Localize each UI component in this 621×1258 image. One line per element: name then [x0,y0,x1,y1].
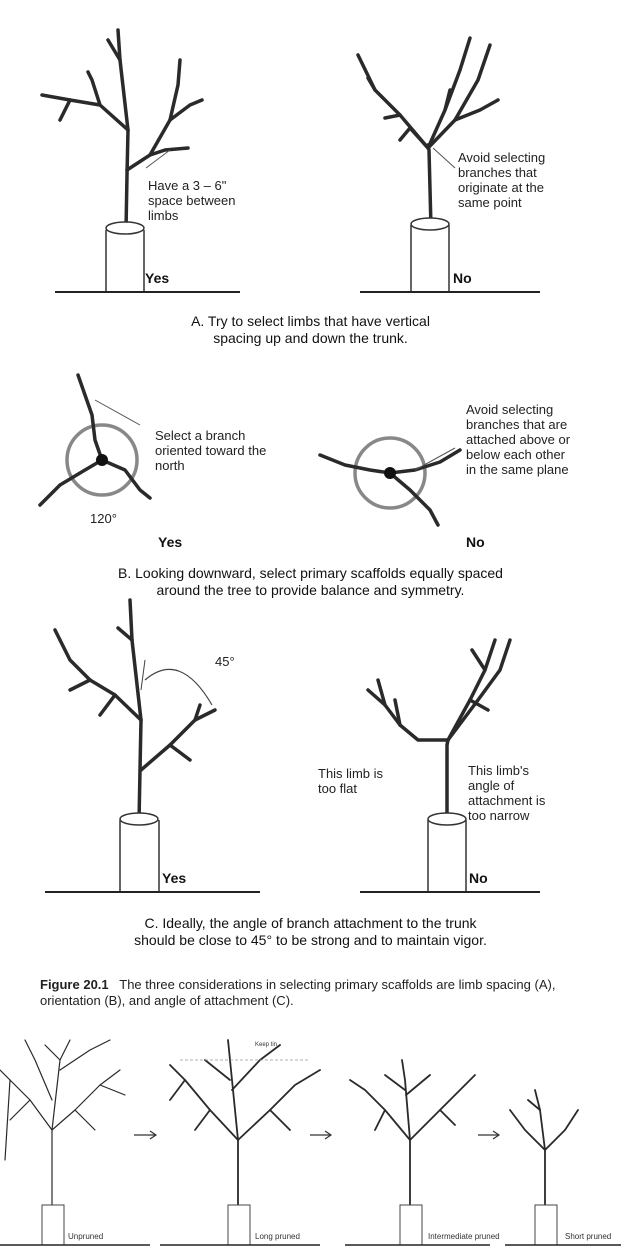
caption-a-line1: A. Try to select limbs that have vertica… [0,313,621,329]
answer-a-yes: Yes [145,270,169,286]
label-same-plane: Avoid selecting branches that are attach… [466,402,576,477]
tree-long-pruned [170,1040,320,1215]
tree-intermediate-pruned [350,1060,475,1215]
answer-c-yes: Yes [162,870,186,886]
trunk-guard-intermediate [400,1205,422,1245]
angle-arc-c [141,660,212,705]
tree-short-pruned [510,1090,578,1215]
answer-c-no: No [469,870,488,886]
answer-b-no: No [466,534,485,550]
trunk-guard-c-no [428,813,466,892]
label-120-degrees: 120° [90,511,117,526]
trunk-guard-a-yes [106,222,144,292]
label-45-degrees: 45° [215,654,235,669]
answer-b-yes: Yes [158,534,182,550]
tree-unpruned [0,1040,125,1220]
label-same-point: Avoid selecting branches that originate … [458,150,576,210]
caption-a-line2: spacing up and down the trunk. [0,330,621,346]
pointer-line-a-no [433,148,455,168]
trunk-guard-a-no [411,218,449,292]
label-spacing: Have a 3 – 6" space between limbs [148,178,258,223]
figure-text: The three considerations in selecting pr… [40,977,555,1008]
topview-b-yes [40,375,150,505]
tree-c-yes [55,600,215,822]
label-intermediate-pruned: Intermediate pruned [428,1232,500,1241]
figure-number: Figure 20.1 [40,977,109,992]
label-unpruned: Unpruned [68,1232,103,1241]
label-north: Select a branch oriented toward the nort… [155,428,270,473]
label-long-pruned: Long pruned [255,1232,300,1241]
arrow-2 [310,1131,331,1139]
trunk-guard-unpruned [42,1205,64,1245]
caption-c-line1: C. Ideally, the angle of branch attachme… [0,915,621,931]
caption-c-line2: should be close to 45° to be strong and … [0,932,621,948]
label-too-narrow: This limb's angle of attachment is too n… [468,763,560,823]
trunk-guard-long [228,1205,250,1245]
label-too-flat: This limb is too flat [318,766,400,796]
answer-a-no: No [453,270,472,286]
label-short-pruned: Short pruned [565,1232,611,1241]
label-keep-tin: Keep tin [255,1042,277,1048]
trunk-guard-short [535,1205,557,1245]
arrow-3 [478,1131,499,1139]
figure-caption: Figure 20.1 The three considerations in … [40,977,600,1009]
arrow-1 [134,1131,156,1139]
caption-b-line2: around the tree to provide balance and s… [0,582,621,598]
trunk-guard-c-yes [120,813,159,892]
caption-b-line1: B. Looking downward, select primary scaf… [0,565,621,581]
topview-b-no [320,438,460,525]
